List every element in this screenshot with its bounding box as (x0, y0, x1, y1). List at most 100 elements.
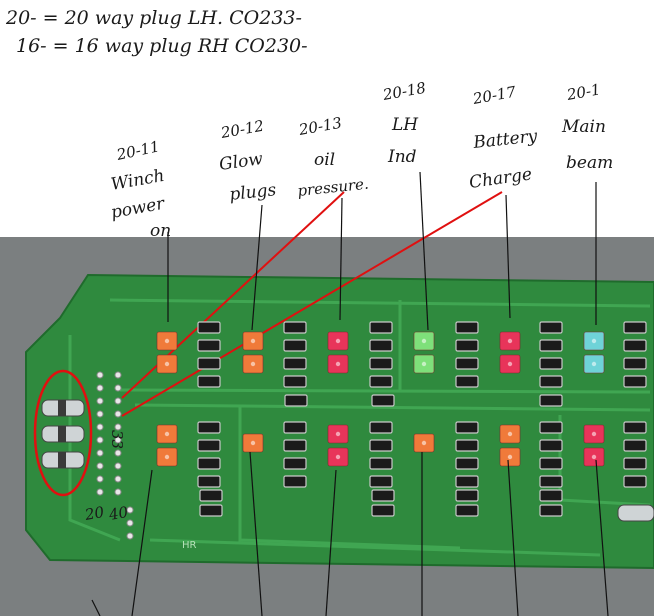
smd-chips (197, 321, 647, 517)
smd-chip (197, 339, 221, 352)
smd-chip (197, 421, 221, 434)
smd-chip (539, 439, 563, 452)
led (327, 331, 349, 351)
label-text: Ind (387, 147, 417, 167)
label-text: LH (391, 115, 419, 135)
led-group (156, 331, 605, 467)
label-20-1: 20-1 Main beam (561, 80, 613, 173)
smd-chip (283, 321, 307, 334)
smd-chip (197, 357, 221, 370)
led (327, 447, 349, 467)
led (156, 354, 178, 374)
label-text: on (150, 221, 171, 241)
label-text: Main (561, 117, 606, 137)
smd-chip (283, 339, 307, 352)
smd-chip (455, 457, 479, 470)
smd-chip (539, 489, 563, 502)
leader-lines (91, 171, 609, 616)
smd-chip (199, 504, 223, 517)
smd-chip (283, 439, 307, 452)
label-text: oil (314, 150, 335, 170)
smd-chip (623, 357, 647, 370)
smd-chip (623, 457, 647, 470)
smd-chip (455, 504, 479, 517)
smd-chip (199, 489, 223, 502)
smd-chip (539, 504, 563, 517)
smd-chip (369, 321, 393, 334)
connector-number-b: 40 (107, 503, 130, 524)
smd-chip (283, 375, 307, 388)
smd-chip (455, 475, 479, 488)
led (413, 331, 435, 351)
label-text: plugs (228, 180, 277, 205)
smd-chip (623, 475, 647, 488)
smd-chip (197, 375, 221, 388)
smd-chip (539, 475, 563, 488)
smd-chip (539, 321, 563, 334)
smd-chip (455, 375, 479, 388)
smd-chip (283, 457, 307, 470)
smd-chip (455, 489, 479, 502)
smd-chip (623, 439, 647, 452)
smd-chip (455, 357, 479, 370)
smd-chip (623, 421, 647, 434)
smd-chip (283, 475, 307, 488)
header-note-line1: 20- = 20 way plug LH. CO233- (5, 7, 302, 29)
led (242, 354, 264, 374)
led (156, 331, 178, 351)
led (327, 354, 349, 374)
led (583, 354, 605, 374)
led (499, 424, 521, 444)
connector-number-a: 20 (83, 503, 106, 524)
smd-chip (283, 421, 307, 434)
smd-chip (623, 339, 647, 352)
led (413, 433, 435, 453)
label-code: 20-1 (565, 80, 602, 104)
led (499, 331, 521, 351)
smd-chip (197, 321, 221, 334)
label-text: beam (566, 153, 613, 173)
connector-side-number: 33 (108, 430, 126, 449)
led (583, 331, 605, 351)
smd-chip (369, 475, 393, 488)
led (413, 354, 435, 374)
resistors-left (41, 399, 85, 469)
smd-chip (369, 339, 393, 352)
led (583, 424, 605, 444)
smd-chip (539, 394, 563, 407)
led (156, 447, 178, 467)
led (327, 424, 349, 444)
smd-chip (369, 439, 393, 452)
smd-chip (369, 421, 393, 434)
smd-chip (455, 321, 479, 334)
smd-chip (455, 339, 479, 352)
smd-chip (539, 457, 563, 470)
led (242, 433, 264, 453)
smd-chip (284, 394, 308, 407)
smd-chip (369, 375, 393, 388)
smd-chip (539, 339, 563, 352)
smd-chip (539, 357, 563, 370)
silk-mark: HR (182, 540, 197, 551)
smd-chip (371, 394, 395, 407)
pcb-board (25, 273, 654, 570)
smd-chip (197, 439, 221, 452)
led (156, 424, 178, 444)
smd-chip (369, 357, 393, 370)
smd-chip (539, 421, 563, 434)
led (242, 331, 264, 351)
led (499, 447, 521, 467)
pcb-traces (68, 298, 651, 557)
smd-chip (371, 504, 395, 517)
smd-chip (455, 421, 479, 434)
smd-chip (623, 375, 647, 388)
header-note-line2: 16- = 16 way plug RH CO230- (16, 35, 308, 57)
resistor-right (617, 504, 654, 522)
smd-chip (197, 475, 221, 488)
smd-chip (197, 457, 221, 470)
smd-chip (539, 375, 563, 388)
smd-chip (623, 321, 647, 334)
pin-header (96, 371, 134, 540)
smd-chip (371, 489, 395, 502)
